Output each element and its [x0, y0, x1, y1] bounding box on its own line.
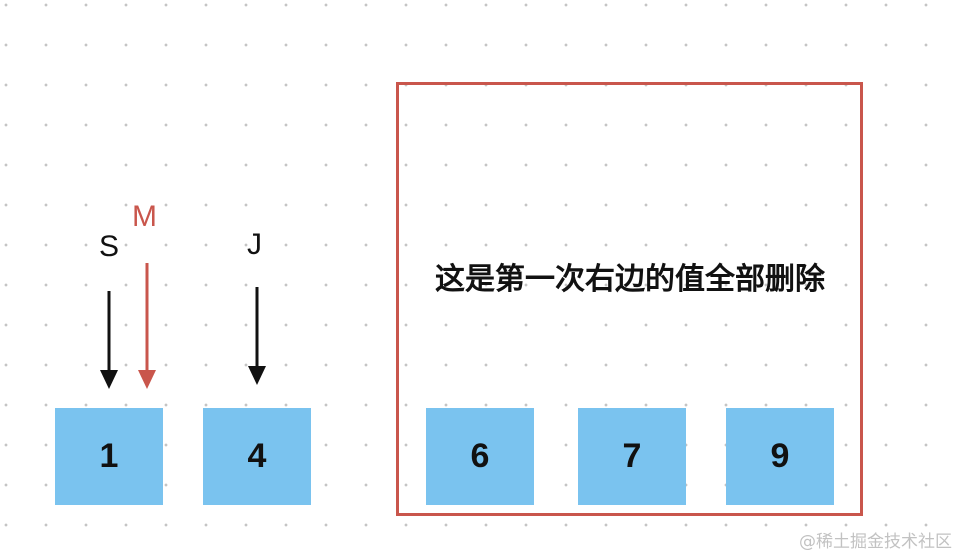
- array-box-4: 4: [203, 408, 311, 505]
- removed-region-frame: [396, 82, 863, 516]
- array-box-1: 1: [55, 408, 163, 505]
- pointer-j-arrow: [248, 287, 266, 385]
- array-box-6: 6: [426, 408, 534, 505]
- array-box-9: 9: [726, 408, 834, 505]
- pointer-s-label: S: [99, 230, 120, 263]
- array-box-7: 7: [578, 408, 686, 505]
- pointer-m-arrow: [138, 263, 156, 389]
- watermark: @稀土掘金技术社区: [799, 532, 952, 552]
- pointer-s-arrow: [100, 291, 118, 389]
- removed-region-caption: 这是第一次右边的值全部删除: [435, 262, 825, 297]
- pointer-j-label: J: [247, 228, 262, 261]
- pointer-m-label: M: [132, 200, 157, 233]
